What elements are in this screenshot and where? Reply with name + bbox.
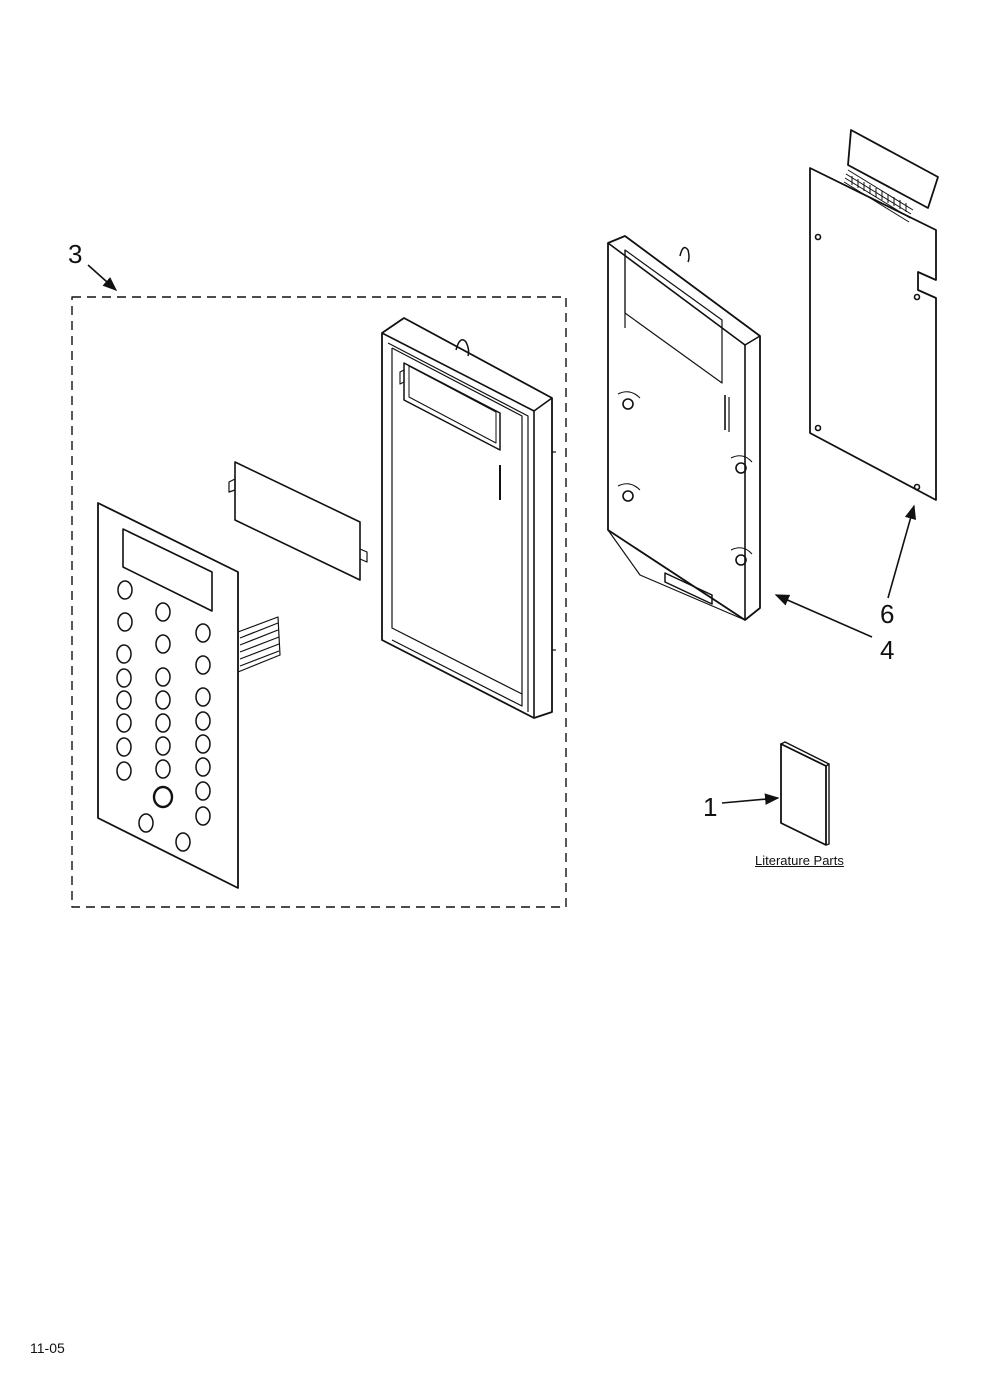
control-board-housing (607, 235, 761, 621)
control-panel-frame (381, 317, 556, 719)
display-window-lens (228, 461, 368, 581)
leader-line-3 (87, 264, 118, 291)
page-code: 11-05 (30, 1340, 65, 1356)
ribbon-tail (237, 616, 281, 673)
leader-line-6 (887, 504, 917, 599)
ribbon-cable (843, 169, 914, 223)
literature-booklet (780, 741, 830, 846)
literature-parts-label: Literature Parts (755, 853, 844, 868)
assembly-3-dashed-box (71, 296, 567, 908)
callout-part-6: 6 (880, 599, 895, 629)
leader-line-4 (774, 594, 873, 638)
callout-part-3: 3 (68, 239, 83, 269)
circuit-board (809, 129, 939, 501)
keypad-buttons (116, 580, 211, 852)
callout-part-1: 1 (703, 792, 718, 822)
keypad-membrane (97, 502, 281, 889)
callout-part-4: 4 (880, 635, 895, 665)
leader-line-1 (721, 793, 780, 805)
